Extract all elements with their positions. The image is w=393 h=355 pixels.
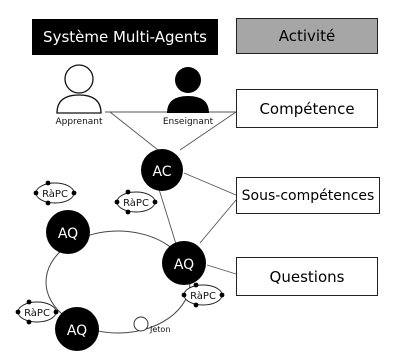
competence-label: Compétence (259, 99, 355, 118)
aq-agent-label-right: AQ (174, 257, 194, 273)
rapc-cycle-aq-top (33, 180, 77, 206)
rapc-label-aq-top: RàPC (42, 188, 68, 200)
aq-agent-node-top (46, 210, 90, 254)
sub-competences-label: Sous-compétences (241, 187, 375, 204)
aq-to-subcompetence-line (199, 199, 237, 244)
token-node (133, 316, 149, 332)
learner-label: Apprenant (55, 117, 103, 127)
system-title-box: Système Multi-Agents (32, 19, 218, 55)
aq-agent-label-bottom: AQ (67, 323, 87, 339)
questions-label: Questions (269, 267, 345, 286)
questions-box: Questions (236, 257, 378, 296)
ac-to-aq-line (157, 185, 177, 245)
ac-agent-label: AC (152, 164, 171, 180)
rapc-cycle-aq-bottom (15, 299, 59, 325)
rapc-label-aq-right: RàPC (190, 290, 216, 302)
activity-box: Activité (236, 18, 378, 54)
aq-to-questions-line (206, 264, 237, 275)
ac-to-subcompetence-line (183, 172, 237, 196)
rapc-label-aq-bottom: RàPC (24, 307, 50, 319)
competence-to-ac-line (179, 111, 237, 151)
teacher-icon (167, 67, 209, 113)
rapc-cycle-ac (114, 189, 158, 215)
teacher-label: Enseignant (163, 117, 214, 127)
token-label: Jeton (149, 325, 170, 334)
ac-agent-node (141, 149, 183, 191)
system-title: Système Multi-Agents (43, 28, 207, 46)
aq-agent-node-bottom (55, 307, 99, 351)
rapc-cycle-aq-right (181, 282, 225, 308)
aq-agent-node-right (162, 241, 206, 285)
activity-label: Activité (278, 27, 336, 45)
learner-to-ac-line (109, 111, 159, 151)
connector-lines (105, 111, 237, 275)
sub-competences-box: Sous-compétences (236, 177, 380, 214)
rapc-label-ac: RàPC (123, 197, 149, 209)
aq-agent-label-top: AQ (58, 226, 78, 242)
learner-icon (56, 64, 102, 114)
competence-box: Compétence (236, 89, 378, 128)
